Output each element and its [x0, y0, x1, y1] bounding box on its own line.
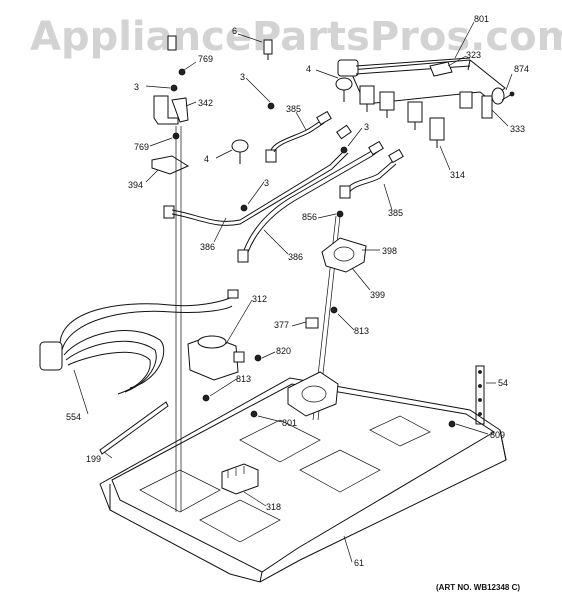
pressure-regulator-312 — [187, 335, 245, 381]
wire-harness-554 — [39, 289, 239, 395]
callout-6: 6 — [232, 26, 237, 36]
callout-809: 809 — [490, 430, 505, 440]
callout-385-left: 385 — [286, 104, 301, 114]
valve-bracket-323 — [429, 61, 453, 77]
callout-399: 399 — [370, 290, 385, 300]
callout-769-top: 769 — [198, 54, 213, 64]
screw-813-right — [330, 306, 338, 314]
screw-769-top — [178, 68, 186, 76]
screw-874 — [501, 91, 515, 101]
callout-856: 856 — [302, 212, 317, 222]
bracket-342 — [153, 95, 189, 125]
callout-318: 318 — [266, 502, 281, 512]
callout-323: 323 — [466, 50, 481, 60]
burner-valve-set — [359, 85, 473, 148]
callout-394: 394 — [128, 180, 143, 190]
gas-tube-385-right — [345, 159, 395, 191]
callout-813-left: 813 — [236, 374, 251, 384]
ignition-module-318 — [221, 463, 259, 495]
callout-3-right: 3 — [364, 122, 369, 132]
callout-4-top: 4 — [306, 64, 311, 74]
bracket-333 — [481, 95, 493, 119]
bracket-394 — [151, 155, 190, 175]
callout-385-right: 385 — [388, 208, 403, 218]
strip-199 — [99, 401, 169, 455]
screw-377 — [305, 317, 319, 329]
callout-61: 61 — [354, 558, 364, 568]
callout-801-low: 801 — [282, 418, 297, 428]
screw-3-lower — [240, 204, 248, 212]
callout-3-lower: 3 — [264, 178, 269, 188]
callout-386-b: 386 — [288, 252, 303, 262]
screw-801-low — [250, 410, 258, 418]
callout-54: 54 — [498, 378, 508, 388]
watermark-text: AppliancePartsPros.com — [30, 14, 562, 60]
callout-314: 314 — [450, 170, 465, 180]
callout-199: 199 — [86, 454, 101, 464]
callout-801-top: 801 — [474, 14, 489, 24]
screw-3-left — [170, 84, 178, 92]
burner-box-61 — [99, 371, 507, 583]
art-number: (ART NO. WB12348 C) — [436, 583, 520, 592]
callout-554: 554 — [66, 412, 81, 422]
callout-4-mid: 4 — [204, 154, 209, 164]
bracket-54 — [475, 365, 485, 425]
thermostat-4-mid — [231, 139, 249, 164]
callout-386-a: 386 — [200, 242, 215, 252]
callout-342: 342 — [198, 98, 213, 108]
callout-333: 333 — [510, 124, 525, 134]
orifice-holder-left — [163, 205, 175, 219]
thermostat-4-top — [335, 77, 353, 102]
callout-813-right: 813 — [354, 326, 369, 336]
orifice-top-left — [167, 35, 177, 51]
callout-769-mid: 769 — [134, 142, 149, 152]
callout-3-left: 3 — [134, 82, 139, 92]
callout-398: 398 — [382, 246, 397, 256]
callout-3-center: 3 — [240, 72, 245, 82]
callout-820: 820 — [276, 346, 291, 356]
gas-tube-385-left — [270, 119, 323, 151]
callout-312: 312 — [252, 294, 267, 304]
callout-377: 377 — [274, 320, 289, 330]
gasket-398 — [321, 237, 367, 273]
orifice-center — [265, 102, 277, 163]
screw-813-left — [202, 394, 210, 402]
screw-809 — [448, 420, 456, 428]
orifice-6 — [263, 39, 273, 60]
gas-tube-386-a — [171, 149, 346, 222]
gas-tube-386-b — [243, 145, 379, 251]
screw-3-right — [340, 146, 348, 154]
screw-820 — [254, 354, 262, 362]
callout-874: 874 — [514, 64, 529, 74]
